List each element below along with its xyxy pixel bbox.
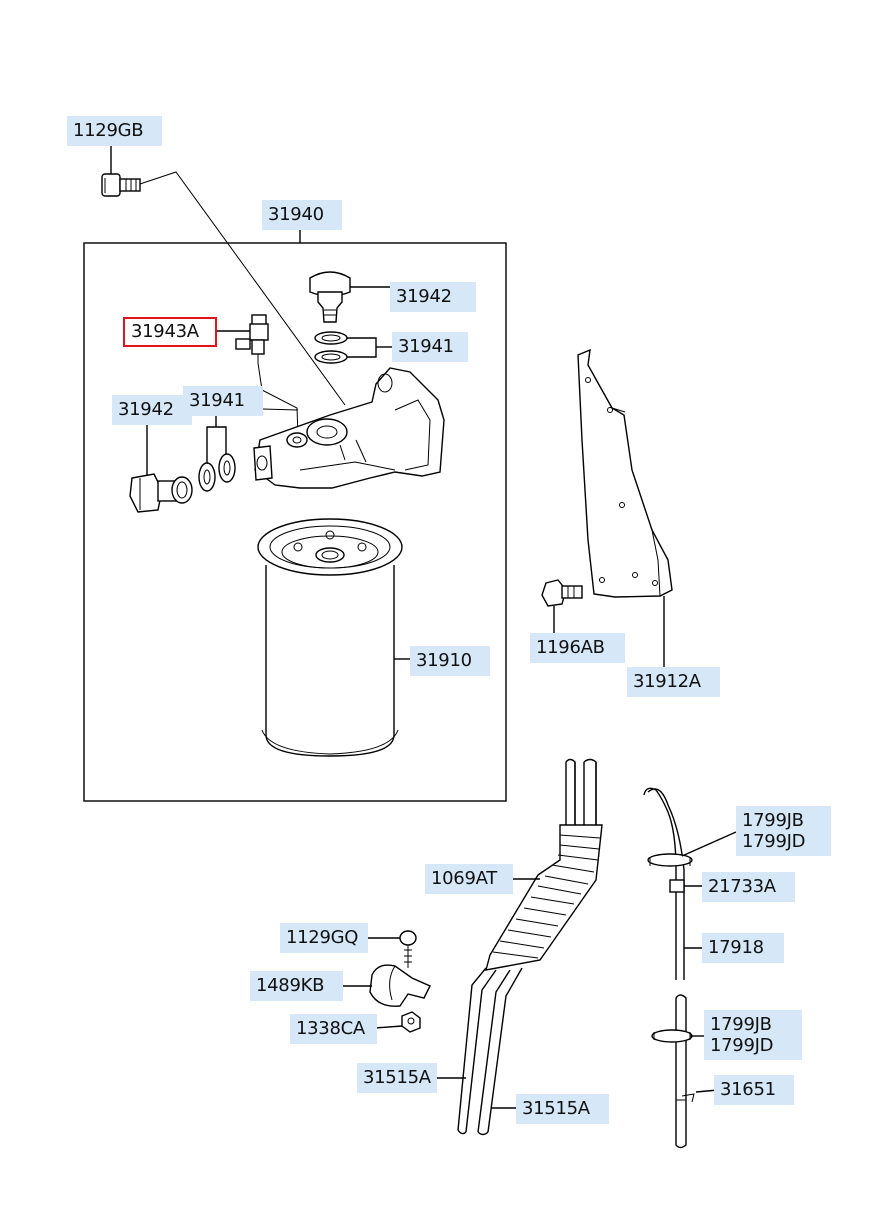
guide-31941-left [261,408,299,411]
banjo-bolt-31942-top [309,271,351,323]
label-1799JB-top: 1799JB [742,810,804,831]
label-1799JD-top: 1799JD [742,831,806,852]
label-1069AT[interactable]: 1069AT [425,864,513,894]
clamp-1799JB-bottom [651,1029,693,1043]
sensor-31943A [235,314,269,363]
label-1129GB[interactable]: 1129GB [67,116,162,146]
bracket-31912A [577,348,673,598]
label-1338CA[interactable]: 1338CA [290,1014,377,1044]
label-31943A-selected[interactable]: 31943A [123,317,217,347]
label-31515A-left[interactable]: 31515A [357,1063,437,1093]
fuel-hose-assembly [457,758,603,1136]
filter-head [253,367,445,489]
guide-31943A-to-head [257,362,299,436]
washer-31941-d [218,453,236,483]
label-1799JB-1799JD-top[interactable]: 1799JB 1799JD [736,806,831,856]
label-21733A[interactable]: 21733A [702,872,795,902]
label-31940[interactable]: 31940 [262,200,342,230]
label-1129GQ[interactable]: 1129GQ [280,923,368,953]
leader-1338CA [374,1025,403,1029]
label-31912A[interactable]: 31912A [627,667,720,697]
bolt-1196AB [541,579,583,607]
clamp-1799JB-top [647,853,693,867]
banjo-bolt-31942-left [129,473,193,513]
label-31651[interactable]: 31651 [714,1075,794,1105]
label-31515A-right[interactable]: 31515A [516,1094,609,1124]
guide-1129GB-to-bracket [139,171,346,406]
bolt-1129GB [101,173,141,197]
label-1799JB-bottom: 1799JB [710,1014,772,1035]
washer-31941-c [198,462,216,492]
label-31941-left[interactable]: 31941 [183,386,263,416]
label-1799JD-bottom: 1799JD [710,1035,774,1056]
dipstick-tube-17918 [643,787,695,1149]
label-1799JB-1799JD-bottom[interactable]: 1799JB 1799JD [704,1010,802,1060]
bolt-1129GQ [399,930,417,968]
fuel-filter-31910 [257,518,403,757]
label-31942-top[interactable]: 31942 [390,282,476,312]
label-1196AB[interactable]: 1196AB [530,633,625,663]
assembly-box-31940 [83,242,507,802]
grommet-21733A [669,879,685,893]
label-1489KB[interactable]: 1489KB [250,971,343,1001]
nut-1338CA [401,1011,421,1033]
leader-31941-right [347,337,377,358]
label-31910[interactable]: 31910 [410,646,490,676]
label-31942-left[interactable]: 31942 [112,395,192,425]
washer-31941-b [314,350,348,364]
cushion-1489KB [369,964,431,1007]
washer-31941-a [314,331,348,345]
label-31941-right[interactable]: 31941 [392,332,468,362]
label-17918[interactable]: 17918 [702,933,784,963]
leader-1799JB-top [681,831,737,857]
